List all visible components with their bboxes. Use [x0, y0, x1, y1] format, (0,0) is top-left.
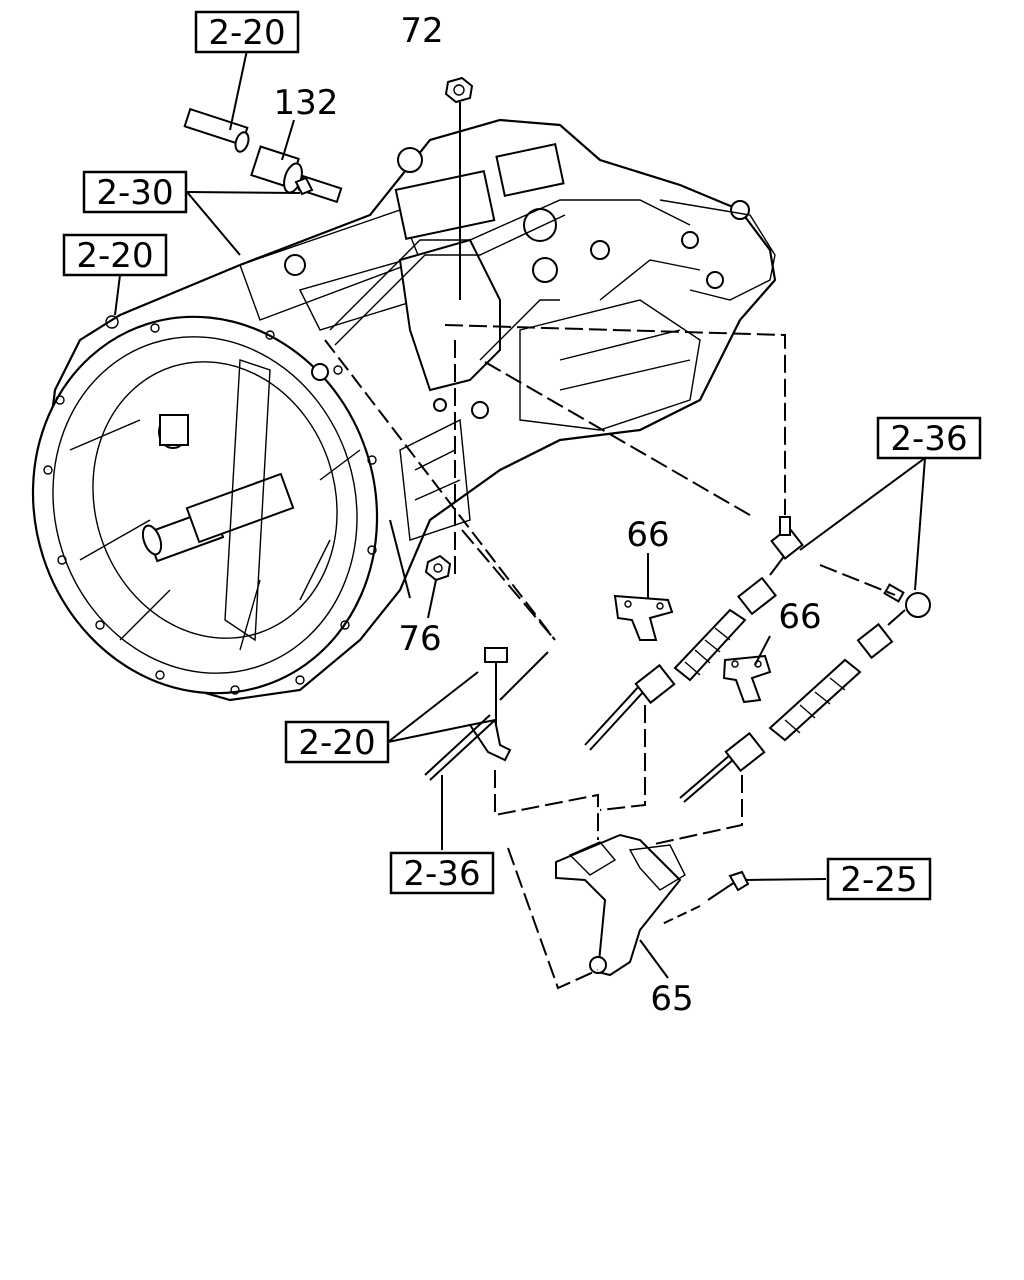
svg-text:2-25: 2-25: [840, 860, 917, 900]
pin-part: [183, 107, 250, 153]
part-number-132: 132: [274, 83, 339, 123]
ref-box-2-25[interactable]: 2-25: [826, 857, 932, 901]
shift-cable-left: [584, 516, 804, 751]
input-shaft: [141, 414, 295, 563]
ref-box-2-20-lower[interactable]: 2-20: [284, 720, 390, 764]
part-number-76: 76: [398, 619, 441, 659]
bolt-2-25: [707, 870, 750, 901]
svg-text:2-30: 2-30: [96, 173, 173, 213]
svg-text:2-36: 2-36: [403, 854, 480, 894]
clip-66-left: [613, 594, 674, 641]
dashed-assembly-lines: [324, 324, 896, 990]
part-number-66-right: 66: [778, 597, 821, 637]
shift-cable-right: [679, 583, 931, 803]
sleeve-132: [250, 145, 303, 194]
ref-box-2-20-top[interactable]: 2-20: [194, 10, 300, 54]
svg-text:2-20: 2-20: [208, 13, 285, 53]
part-number-72: 72: [400, 11, 443, 51]
transmission-assembly: [31, 118, 777, 702]
bolt-clamp: [424, 647, 549, 781]
ref-box-2-30[interactable]: 2-30: [82, 170, 188, 214]
fitting-part: [294, 174, 343, 204]
nut-72: [444, 76, 474, 104]
ref-box-2-36-right[interactable]: 2-36: [876, 416, 982, 460]
clip-66-right: [722, 654, 772, 704]
nut-76: [424, 554, 452, 582]
svg-text:2-36: 2-36: [890, 419, 967, 459]
part-number-65: 65: [650, 979, 693, 1019]
bell-housing-bolts: [43, 315, 377, 695]
svg-text:2-20: 2-20: [298, 723, 375, 763]
part-number-66-left: 66: [626, 515, 669, 555]
ref-box-2-36-lower[interactable]: 2-36: [389, 851, 495, 895]
ref-box-2-20-left[interactable]: 2-20: [62, 233, 168, 277]
leader-lines: [114, 49, 926, 979]
bracket-65: [555, 833, 686, 977]
svg-text:2-20: 2-20: [76, 236, 153, 276]
